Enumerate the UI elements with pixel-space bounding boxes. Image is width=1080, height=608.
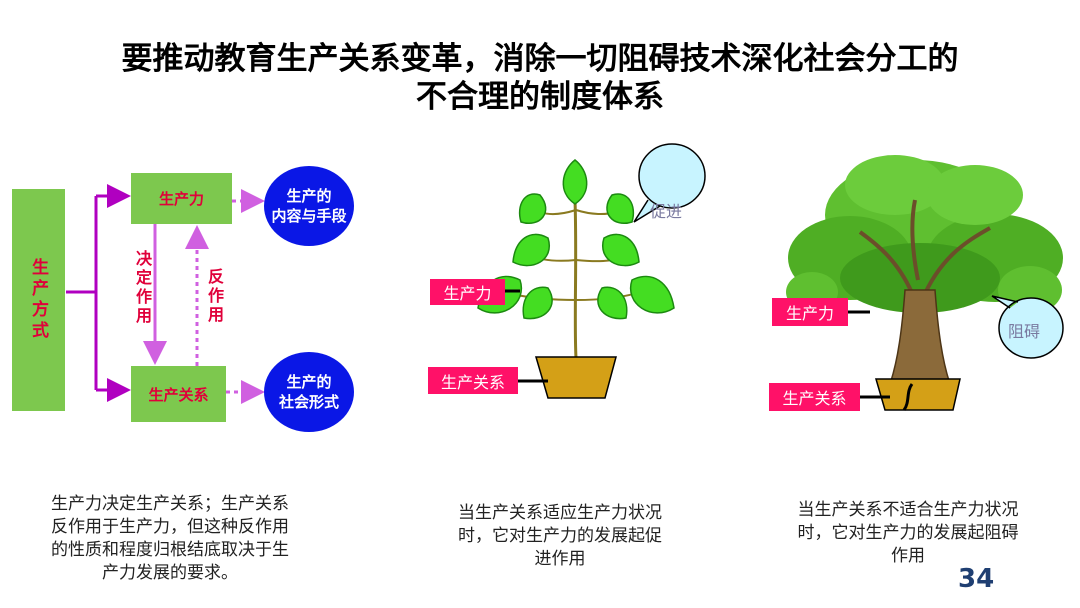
caption-left-line-1: 生产力决定生产关系；生产关系 <box>51 494 289 514</box>
tree-root <box>902 383 914 411</box>
plant-bubble-text: 促进 <box>650 202 683 221</box>
circle-top-line1: 生产的 <box>286 187 332 205</box>
mode-of-production-label: 生产方式 <box>28 258 48 342</box>
caption-right: 当生产关系不适合生产力状况 时，它对生产力的发展起阻碍 作用 <box>758 499 1058 568</box>
caption-left-line-3: 的性质和程度归根结底取决于生 <box>51 540 289 560</box>
circle-social-form: 生产的 社会形式 <box>264 352 354 432</box>
caption-middle-line-2: 时，它对生产力的发展起促 <box>458 526 662 546</box>
caption-left: 生产力决定生产关系；生产关系 反作用于生产力，但这种反作用 的性质和程度归根结底… <box>20 493 320 585</box>
caption-middle-line-1: 当生产关系适应生产力状况 <box>458 503 662 523</box>
mode-of-production-box: 生产方式 <box>12 189 65 411</box>
page-number: 34 <box>958 564 995 594</box>
circle-top-line2: 内容与手段 <box>271 207 347 225</box>
plant-speech-bubble <box>633 143 706 223</box>
tree-bubble-text: 阻碍 <box>1008 322 1041 341</box>
circle-bottom-line2: 社会形式 <box>278 393 339 411</box>
decides-label: 决定作用 <box>133 250 152 326</box>
tree-speech-bubble <box>991 295 1064 359</box>
productive-forces-label: 生产力 <box>158 190 204 208</box>
plant-stem <box>573 199 578 359</box>
caption-right-line-3: 作用 <box>891 546 925 566</box>
tree-pot <box>875 378 961 411</box>
production-relations-label: 生产关系 <box>148 385 209 404</box>
caption-left-line-4: 产力发展的要求。 <box>102 563 238 583</box>
tree-tag-relations-label: 生产关系 <box>782 389 847 408</box>
circle-content-means: 生产的 内容与手段 <box>264 166 354 246</box>
caption-middle: 当生产关系适应生产力状况 时，它对生产力的发展起促 进作用 <box>420 502 700 571</box>
production-relations-box: 生产关系 <box>131 366 226 422</box>
plant-tag-forces-label: 生产力 <box>443 284 492 303</box>
circle-bottom-line1: 生产的 <box>286 373 332 391</box>
tree-branches <box>858 199 991 301</box>
caption-right-line-2: 时，它对生产力的发展起阻碍 <box>797 523 1019 543</box>
tree-tag-forces-label: 生产力 <box>785 304 834 323</box>
plant-leaves <box>477 159 675 320</box>
tree-tag-forces: 生产力 <box>772 298 848 326</box>
title-line-2: 不合理的制度体系 <box>416 79 664 115</box>
page-title: 要推动教育生产关系变革，消除一切阻碍技术深化社会分工的 不合理的制度体系 <box>0 40 1080 116</box>
reacts-label: 反作用 <box>205 268 224 325</box>
caption-left-line-2: 反作用于生产力，但这种反作用 <box>51 517 289 537</box>
tree-canopy <box>786 155 1063 314</box>
caption-middle-line-3: 进作用 <box>534 549 586 569</box>
plant-pot <box>534 356 617 399</box>
plant-tag-relations: 生产关系 <box>428 367 518 394</box>
caption-right-line-1: 当生产关系不适合生产力状况 <box>797 500 1019 520</box>
tree-tag-relations: 生产关系 <box>769 383 860 411</box>
title-line-1: 要推动教育生产关系变革，消除一切阻碍技术深化社会分工的 <box>121 41 959 77</box>
plant-tag-forces: 生产力 <box>430 279 505 305</box>
plant-tag-relations-label: 生产关系 <box>440 372 505 392</box>
productive-forces-box: 生产力 <box>131 173 232 224</box>
